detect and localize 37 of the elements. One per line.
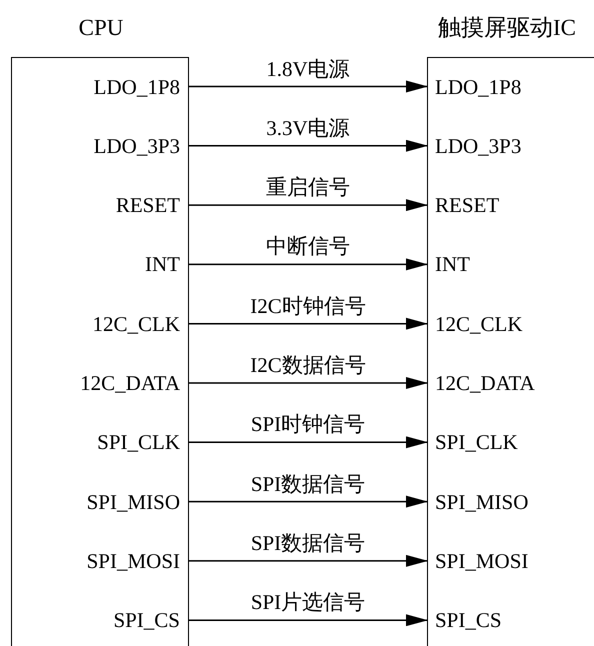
pin-label: 12C_CLK <box>38 308 188 339</box>
pin-label: 12C_DATA <box>38 368 188 398</box>
edge-label: 中断信号 <box>264 234 352 258</box>
pin-label: SPI_CLK <box>428 427 578 458</box>
edge-label: 重启信号 <box>264 175 352 200</box>
pin-label: SPI_MISO <box>428 486 578 517</box>
arrow <box>188 199 428 212</box>
arrow <box>188 140 428 152</box>
pin-label: 12C_DATA <box>428 368 578 398</box>
pin-label: SPI_CS <box>38 605 188 636</box>
pin-label: RESET <box>38 190 188 220</box>
pin-label: SPI_MOSI <box>428 546 578 576</box>
pin-label: SPI_CLK <box>38 427 188 458</box>
arrow <box>188 436 428 448</box>
pin-label: LDO_3P3 <box>38 130 188 161</box>
pin-label: SPI_MOSI <box>38 546 188 576</box>
pin-label: SPI_CS <box>428 605 578 636</box>
pin-label: 12C_CLK <box>428 308 578 339</box>
edge-label: I2C数据信号 <box>248 353 368 377</box>
arrow <box>188 318 428 330</box>
edge-label: I2C时钟信号 <box>248 294 368 318</box>
arrow <box>188 496 428 508</box>
arrow <box>188 554 428 567</box>
arrow <box>188 258 428 270</box>
chip-label: 触摸屏驱动IC <box>438 14 576 42</box>
pin-label: LDO_1P8 <box>428 72 578 102</box>
pin-label: RESET <box>428 190 578 220</box>
pin-label: SPI_MISO <box>38 486 188 517</box>
arrow <box>188 377 428 389</box>
pin-label: LDO_1P8 <box>38 72 188 102</box>
arrow <box>188 80 428 92</box>
pin-label: INT <box>38 249 188 280</box>
pin-label: INT <box>428 249 578 280</box>
edge-label: 3.3V电源 <box>264 116 352 140</box>
chip-label: CPU <box>78 14 124 42</box>
pin-label: LDO_3P3 <box>428 130 578 161</box>
arrow <box>188 614 428 626</box>
